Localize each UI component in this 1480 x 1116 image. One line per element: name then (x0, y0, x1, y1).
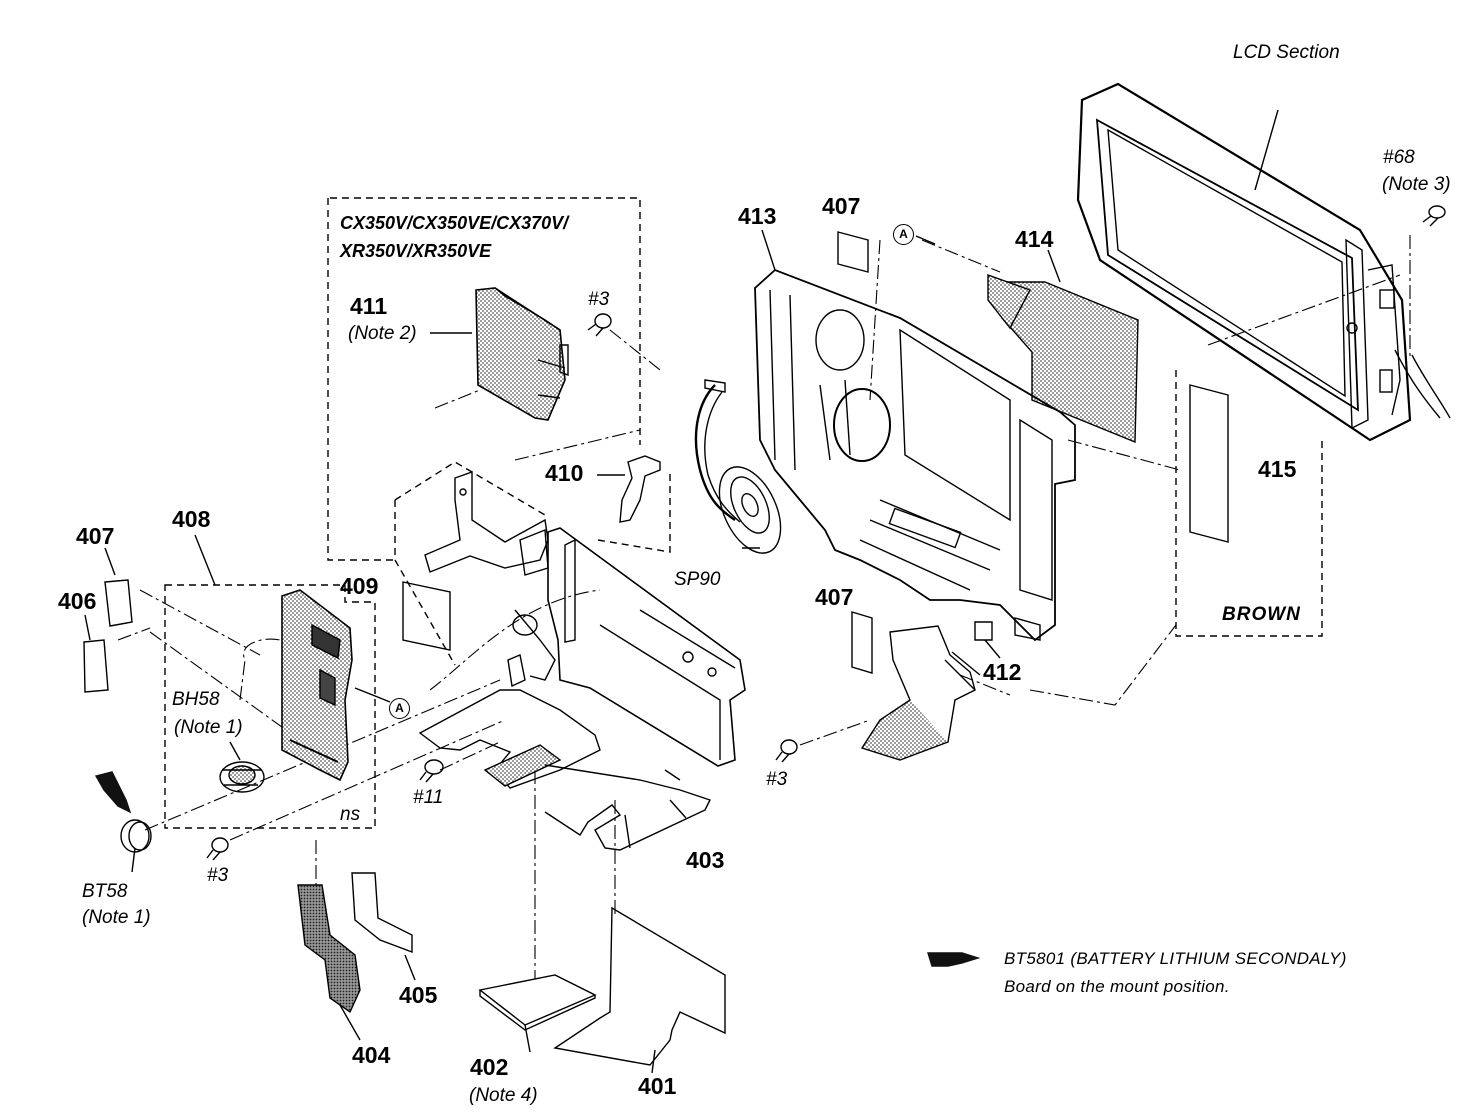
brown-sheet-dashed-box (1175, 370, 1323, 637)
screw-3-mid (775, 739, 798, 763)
callout-screw-68: #68 (1383, 147, 1415, 168)
battery-pointer-icon (94, 771, 132, 814)
callout-screw-3-top: #3 (588, 289, 610, 310)
callout-402-note: (Note 4) (469, 1085, 538, 1106)
model-group-line2: XR350V/XR350VE (340, 241, 492, 261)
legend-line1: BT5801 (BATTERY LITHIUM SECONDALY) (1004, 949, 1347, 968)
leader-404 (339, 1004, 361, 1041)
part-407-mid (851, 611, 873, 674)
part-411 (475, 287, 569, 421)
leader-413 (761, 229, 776, 271)
callout-405: 405 (399, 982, 438, 1008)
leader-lcd (1254, 109, 1279, 191)
reference-mark-a: A (389, 698, 410, 719)
part-409 (402, 581, 451, 651)
reference-mark-a: A (893, 224, 914, 245)
leader-ref-a-bottom (354, 687, 391, 703)
callout-screw-11: #11 (413, 787, 444, 808)
callout-407-top: 407 (822, 193, 861, 219)
callout-speaker: SP90 (674, 569, 721, 590)
callout-413: 413 (738, 203, 777, 229)
callout-412: 412 (983, 659, 1022, 685)
callout-403: 403 (686, 847, 725, 873)
callout-screw-3-bottom: #3 (207, 865, 229, 886)
part-404 (297, 884, 361, 1014)
part-406 (83, 639, 109, 693)
screw-11 (419, 759, 444, 783)
speaker-sp90 (694, 379, 782, 554)
frame-bracket (424, 471, 549, 576)
leader-408 (194, 534, 216, 586)
callout-408: 408 (172, 506, 211, 532)
leader-ref-a-top (915, 235, 936, 245)
assembly-lines (117, 235, 1411, 990)
callout-bh58: BH58 (172, 689, 220, 710)
callout-bt58-note: (Note 1) (82, 907, 151, 928)
model-group-dashed-box (327, 197, 671, 561)
callout-402: 402 (470, 1054, 509, 1080)
callout-411: 411 (350, 293, 388, 319)
leader-412 (984, 639, 1001, 659)
part-415 (1189, 384, 1229, 543)
part-408 (281, 589, 353, 782)
part-410 (619, 455, 661, 523)
screw-68 (1422, 205, 1446, 227)
callout-bh58-note: (Note 1) (174, 717, 243, 738)
part-405 (351, 872, 413, 954)
battery-holder-bh58 (219, 761, 265, 793)
callout-407-mid: 407 (815, 584, 854, 610)
part-407-top (837, 231, 869, 273)
leader-bh (229, 741, 241, 761)
callout-409: 409 (340, 573, 379, 599)
callout-ns: ns (340, 804, 361, 825)
part-413 (754, 268, 1076, 642)
leader-403 (669, 799, 687, 819)
part-407-left (104, 579, 133, 627)
battery-holder-dashed-box (164, 584, 376, 829)
part-412 (860, 625, 981, 761)
frame-dashed-outline (394, 461, 546, 666)
callout-404: 404 (352, 1042, 391, 1068)
callout-brown: BROWN (1222, 604, 1301, 625)
callout-414: 414 (1015, 226, 1054, 252)
section-title: LCD Section (1233, 42, 1340, 63)
part-414 (987, 274, 1139, 444)
callout-407-left: 407 (76, 523, 115, 549)
model-group-line1: CX350V/CX350VE/CX370V/ (340, 213, 569, 233)
screw-3-top (587, 313, 612, 337)
callout-415: 415 (1258, 456, 1297, 482)
callout-screw-68-note: (Note 3) (1382, 174, 1451, 195)
leader-406 (84, 614, 91, 641)
callout-401: 401 (638, 1073, 677, 1099)
legend-pointer-icon (927, 952, 981, 967)
part-402 (478, 974, 597, 1031)
battery-bt58 (120, 819, 152, 853)
screw-3-bottom (206, 837, 229, 861)
callout-411-note: (Note 2) (348, 323, 417, 344)
part-403 (418, 654, 711, 851)
lcd-section (1076, 82, 1451, 442)
callout-bt58: BT58 (82, 881, 128, 902)
callout-410: 410 (545, 460, 584, 486)
leader-407-left (104, 547, 116, 576)
part-401 (553, 906, 726, 1066)
legend-line2: Board on the mount position. (1004, 977, 1230, 996)
leader-414 (1047, 249, 1061, 283)
callout-screw-3-mid: #3 (766, 769, 788, 790)
part-403-frame (512, 527, 746, 767)
leader-405 (404, 954, 416, 981)
callout-406: 406 (58, 588, 97, 614)
